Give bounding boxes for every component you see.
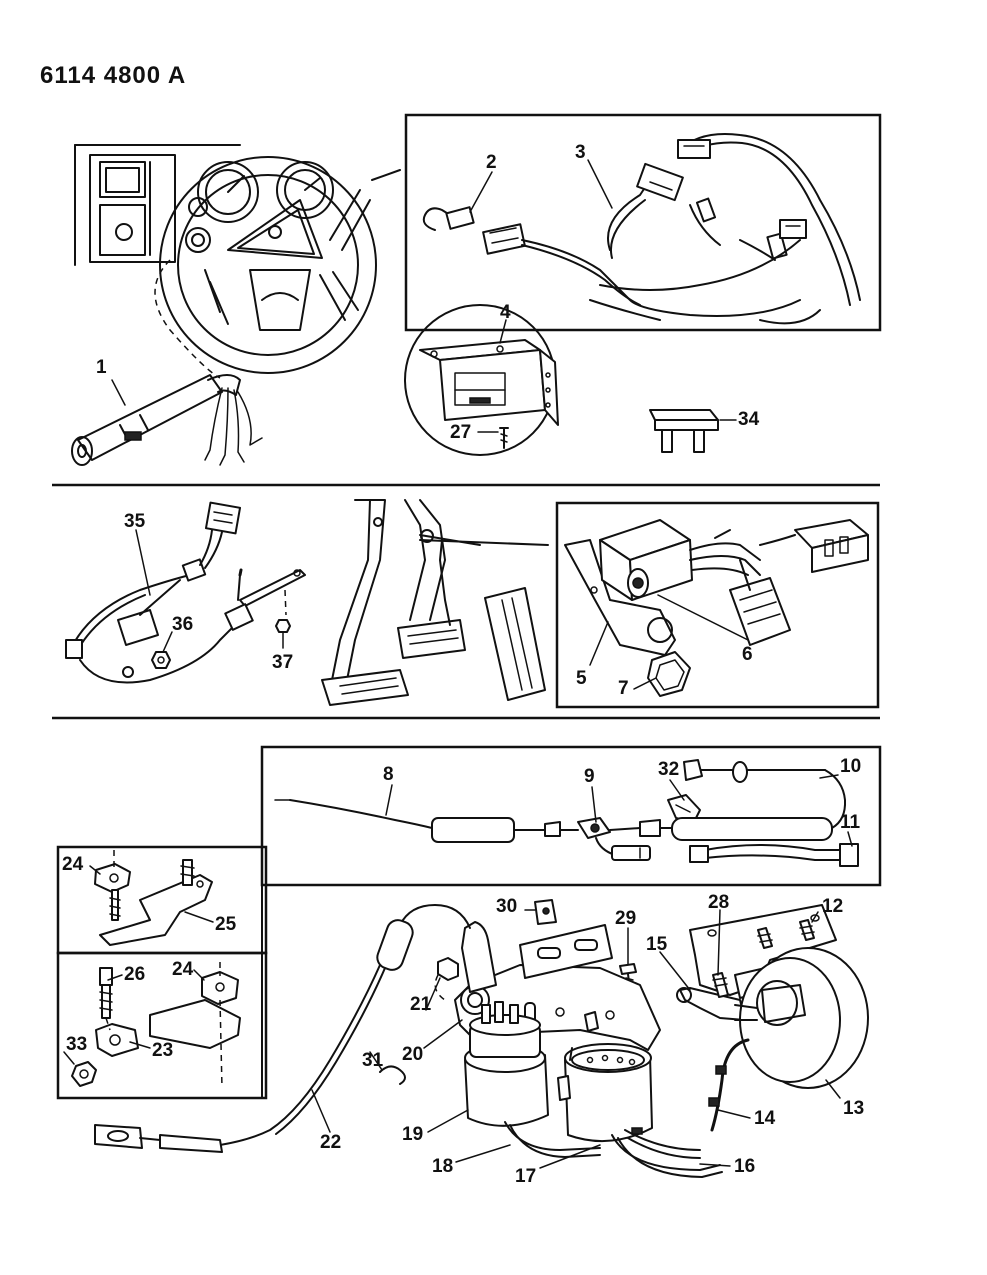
speed-control-module [404, 304, 559, 456]
callout-9: 9 [584, 766, 595, 787]
callout-14: 14 [754, 1108, 776, 1129]
callout-leaders [63, 159, 853, 1169]
callout-30: 30 [496, 896, 517, 917]
dashboard-steering-wheel [74, 144, 401, 379]
turn-signal-stalk [71, 374, 263, 466]
callout-33: 33 [66, 1034, 87, 1055]
cable-inset-box [260, 745, 882, 887]
switch-connectors [729, 519, 869, 646]
hairpin-clip [379, 1065, 406, 1085]
callout-37: 37 [272, 652, 293, 673]
wiring-inset-box [404, 113, 882, 332]
callout-11: 11 [840, 812, 861, 833]
callout-18: 18 [432, 1156, 453, 1177]
vacuum-reservoir [464, 1001, 549, 1127]
retainer-clip [647, 651, 691, 697]
small-nut [275, 619, 291, 633]
switch-bracket [564, 539, 676, 656]
callout-34: 34 [738, 409, 760, 430]
callout-4: 4 [500, 302, 511, 323]
mounting-bracket-a [94, 850, 213, 946]
callout-12: 12 [822, 896, 843, 917]
callout-24b: 24 [172, 959, 194, 980]
vacuum-dump-valve [557, 1043, 653, 1143]
callout-23: 23 [152, 1040, 173, 1061]
callout-1: 1 [96, 357, 107, 378]
diagram-code: 6114 4800 A [40, 62, 187, 89]
callout-13: 13 [843, 1098, 864, 1119]
callout-15: 15 [646, 934, 668, 955]
callout-35: 35 [124, 511, 146, 532]
callout-8: 8 [383, 764, 394, 785]
hex-nut [151, 651, 171, 669]
callout-16: 16 [734, 1156, 755, 1177]
clutch-switch [599, 519, 761, 601]
callout-7: 7 [618, 678, 629, 699]
callout-3: 3 [575, 142, 586, 163]
callout-5: 5 [576, 668, 587, 689]
callout-27: 27 [450, 422, 471, 443]
cable-fitting [577, 817, 651, 861]
servo-cable-assembly [94, 904, 471, 1153]
callout-32: 32 [658, 759, 679, 780]
callout-6: 6 [742, 644, 753, 665]
vacuum-hoses [504, 1121, 723, 1178]
callout-numbers: 1 2 3 4 27 34 35 36 37 5 6 7 8 9 32 10 1… [62, 142, 864, 1187]
brake-switch-harness [65, 501, 242, 684]
servo-mount-bracket [689, 904, 837, 996]
callout-10: 10 [840, 756, 861, 777]
callout-17: 17 [515, 1166, 536, 1187]
boot-nut [437, 957, 459, 981]
callout-19: 19 [402, 1124, 423, 1145]
callout-29: 29 [615, 908, 636, 929]
callout-25: 25 [215, 914, 237, 935]
vacuum-servo [734, 947, 869, 1089]
module-screw [499, 427, 509, 449]
throttle-cable [274, 799, 579, 843]
cruise-wiring-harness [521, 133, 861, 325]
callout-24a: 24 [62, 854, 84, 875]
callout-28: 28 [708, 892, 729, 913]
callout-21: 21 [410, 994, 432, 1015]
vacuum-hose [710, 1038, 750, 1132]
servo-switch-inset [555, 501, 880, 709]
pedal-assembly [321, 499, 549, 706]
circuit-fuse [649, 409, 719, 453]
brake-switch [224, 568, 306, 631]
callout-22: 22 [320, 1132, 341, 1153]
mounting-bracket-b [71, 962, 241, 1089]
servo-harness [689, 843, 859, 867]
bracket-inset-b [56, 951, 268, 1100]
callout-36: 36 [172, 614, 193, 635]
callout-20: 20 [402, 1044, 423, 1065]
callout-31: 31 [362, 1050, 384, 1071]
switch-connector [422, 206, 526, 255]
servo-cable [609, 759, 847, 841]
cable-boot [461, 921, 497, 993]
callout-2: 2 [486, 152, 497, 173]
callout-26: 26 [124, 964, 145, 985]
